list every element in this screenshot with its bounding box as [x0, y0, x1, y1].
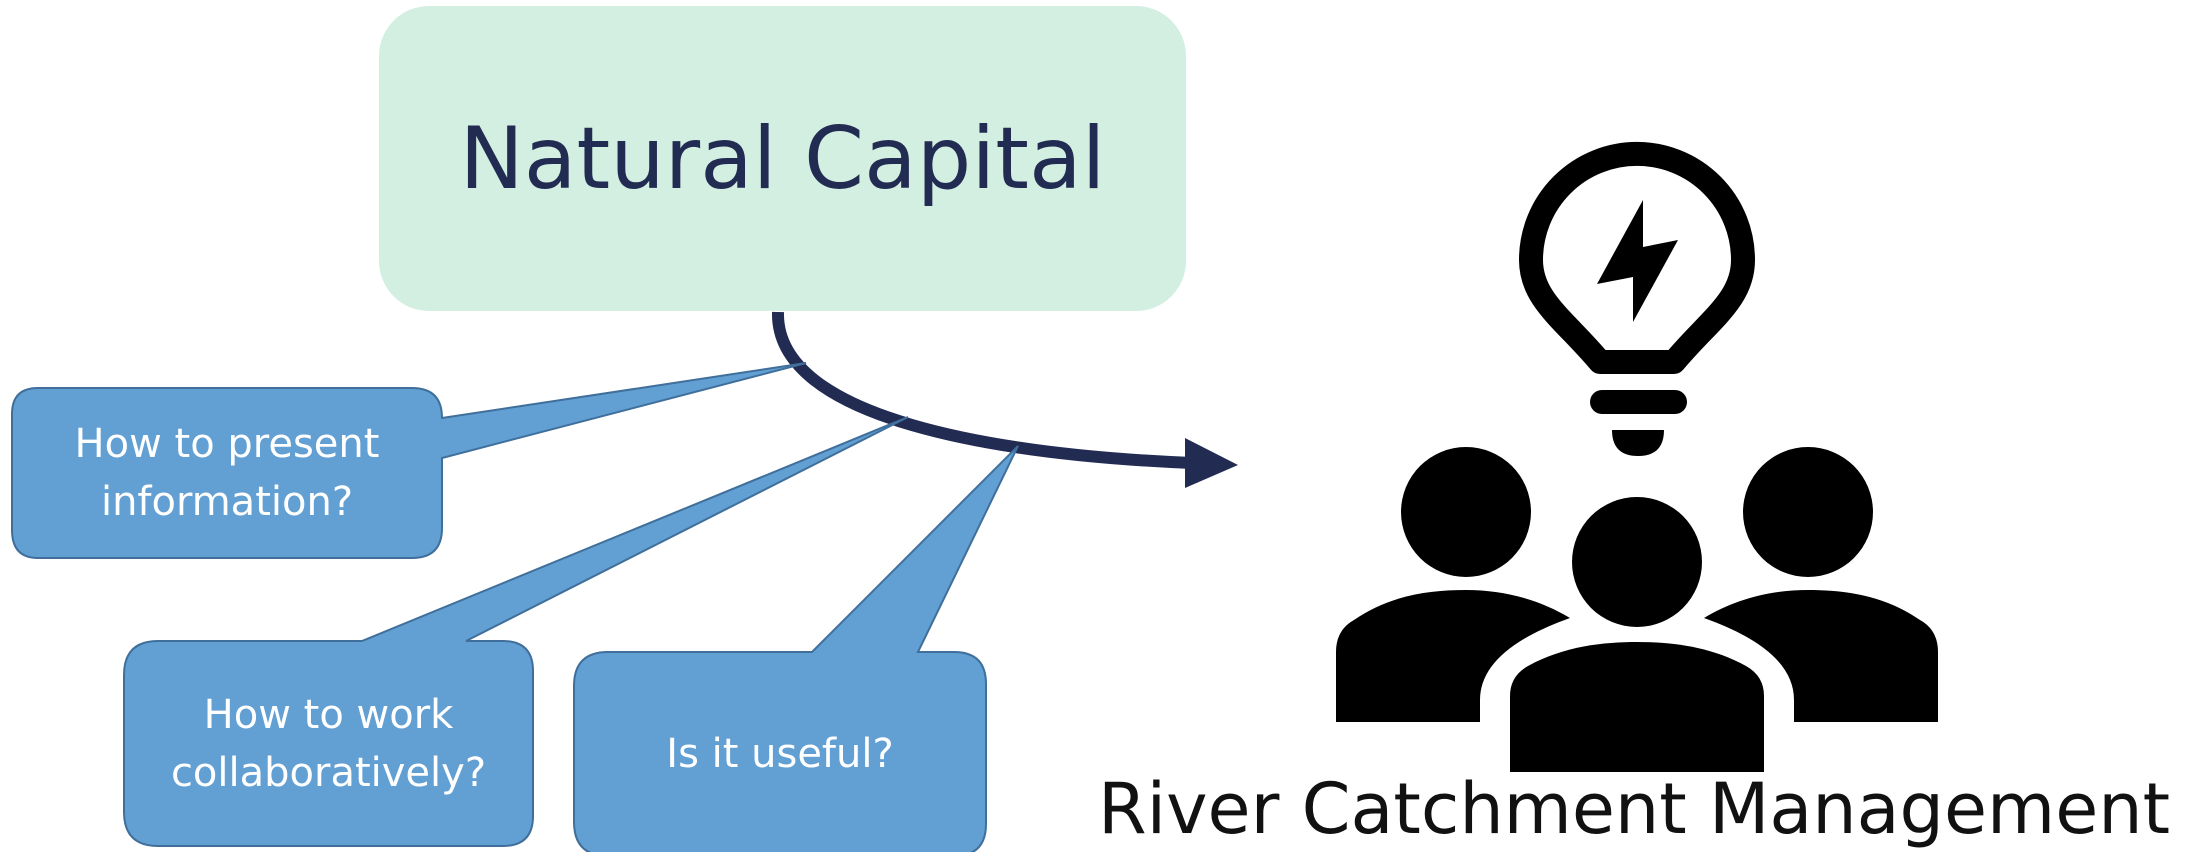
team-idea-icon — [1336, 142, 1938, 772]
callout-useful-line1: Is it useful? — [666, 731, 894, 777]
flow-arrow — [771, 311, 1193, 469]
natural-capital-box: Natural Capital — [379, 6, 1186, 311]
diagram-title: Natural Capital — [459, 108, 1106, 209]
callout-present-line2: information? — [100, 479, 354, 525]
callout-collab: How to work collaboratively? — [124, 641, 533, 846]
lightbulb-icon — [1519, 142, 1755, 456]
callout-useful-shape — [573, 445, 1019, 852]
callout-collab-line1: How to work — [203, 691, 454, 738]
callout-present: How to present information? — [12, 388, 442, 558]
flow-arrow-head — [1185, 438, 1238, 488]
river-catchment-caption: River Catchment Management — [1098, 768, 2171, 850]
callout-present-line1: How to present — [74, 421, 380, 467]
callout-useful: Is it useful? — [574, 652, 986, 856]
callout-collab-line2: collaboratively? — [170, 749, 487, 796]
callout-present-shape — [11, 362, 807, 559]
people-group-icon — [1336, 447, 1938, 772]
callout-collab-shape — [123, 416, 909, 847]
